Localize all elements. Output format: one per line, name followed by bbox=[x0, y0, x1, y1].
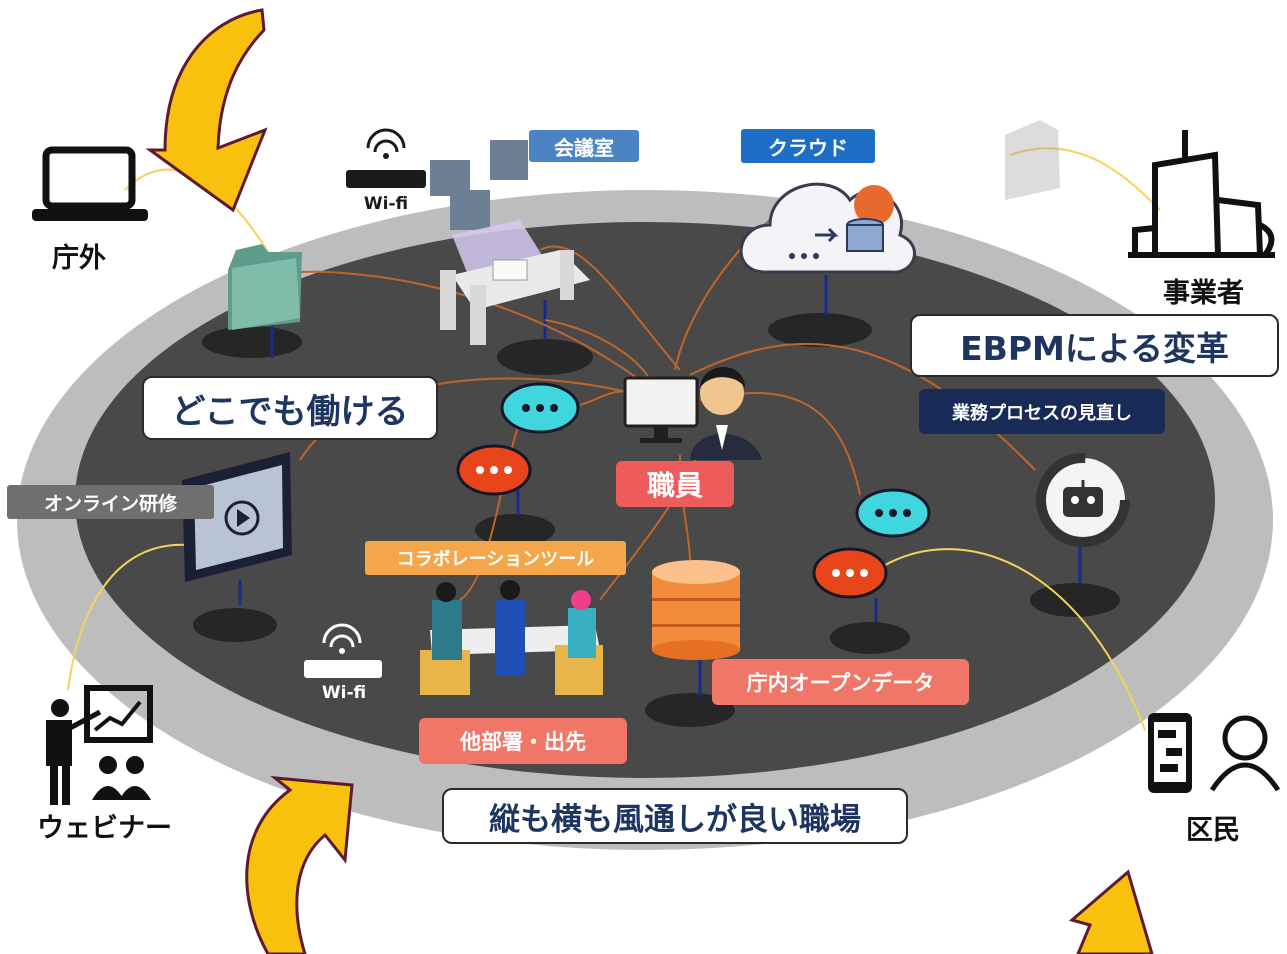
wifi-label-floor: Wi-fi bbox=[321, 683, 367, 703]
webinar-presenter-icon bbox=[46, 685, 153, 805]
open-data-database-icon bbox=[652, 560, 740, 660]
residents-label: 区民 bbox=[1186, 815, 1240, 846]
top-caption bbox=[420, 0, 980, 10]
cloud-tag: クラウド bbox=[741, 129, 875, 163]
meeting-room-tag: 会議室 bbox=[529, 130, 639, 162]
anywhere-headline: どこでも働ける bbox=[142, 376, 438, 440]
wifi-label-meeting: Wi-fi bbox=[363, 194, 409, 214]
collab-tool-tag: コラボレーションツール bbox=[365, 541, 626, 575]
open-data-tag: 庁内オープンデータ bbox=[712, 659, 969, 705]
online-training-tag: オンライン研修 bbox=[7, 485, 214, 519]
document-icon bbox=[1005, 120, 1060, 200]
arrow-top-left bbox=[145, 8, 268, 213]
process-review-tag: 業務プロセスの見直し bbox=[919, 389, 1165, 434]
workplace-headline: 縦も横も風通しが良い職場 bbox=[442, 788, 908, 844]
office-building-icon bbox=[1128, 130, 1275, 258]
process-robot-icon bbox=[1036, 453, 1130, 547]
wifi-router-icon-2 bbox=[304, 623, 382, 678]
chat-bubbles-left bbox=[456, 382, 580, 496]
business-label: 事業者 bbox=[1163, 278, 1244, 309]
staff-workstation-icon bbox=[623, 367, 762, 460]
collaboration-team-illustration bbox=[420, 580, 603, 695]
external-connectors bbox=[67, 147, 1161, 731]
online-training-monitor-icon bbox=[182, 452, 292, 582]
arrow-bottom-right bbox=[1068, 869, 1154, 954]
meeting-room-illustration bbox=[430, 140, 590, 345]
staff-tag: 職員 bbox=[616, 461, 734, 507]
file-share-folder-icon bbox=[228, 244, 302, 330]
ebpm-headline: EBPMによる変革 bbox=[910, 314, 1279, 377]
sweep-arrows bbox=[145, 8, 1154, 954]
cloud-icon bbox=[739, 182, 916, 274]
arrow-bottom-left bbox=[245, 776, 354, 954]
webinar-label: ウェビナー bbox=[37, 813, 172, 844]
chat-bubbles-right bbox=[812, 488, 931, 599]
laptop-icon bbox=[32, 146, 148, 221]
resident-phone-icon bbox=[1148, 713, 1281, 793]
wifi-router-icon-1 bbox=[346, 128, 426, 188]
outside-office-label: 庁外 bbox=[52, 243, 106, 274]
other-dept-tag: 他部署・出先 bbox=[419, 718, 627, 764]
